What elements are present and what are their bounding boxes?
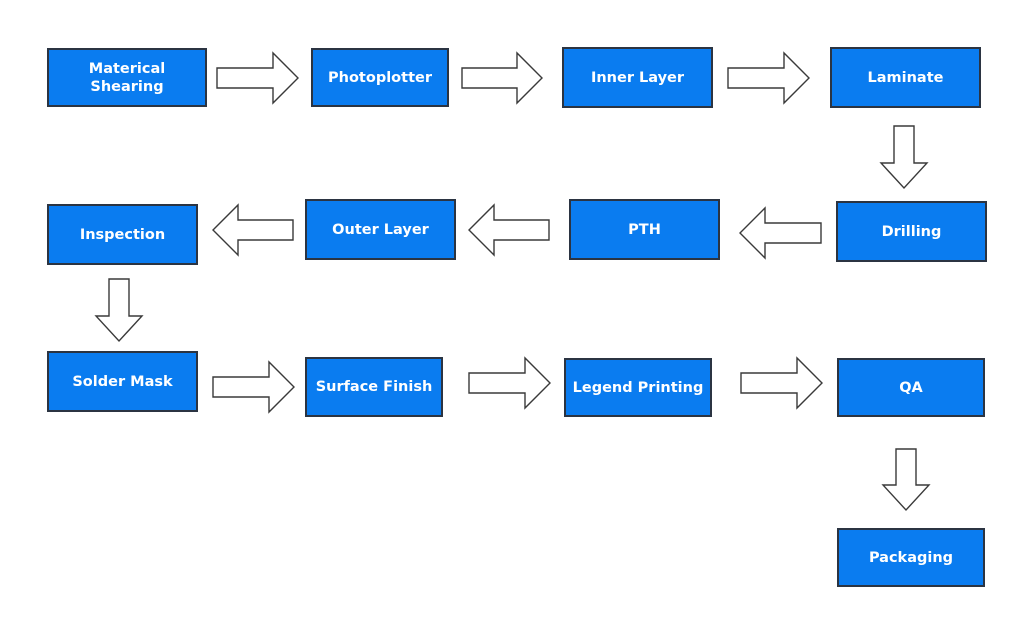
- step-solder-mask: Solder Mask: [47, 351, 198, 412]
- arrow-right-4: [212, 360, 295, 414]
- step-photoplotter: Photoplotter: [311, 48, 449, 107]
- arrow-down-3: [881, 448, 931, 512]
- step-packaging: Packaging: [837, 528, 985, 587]
- step-material-shearing: Materical Shearing: [47, 48, 207, 107]
- step-pth: PTH: [569, 199, 720, 260]
- step-laminate: Laminate: [830, 47, 981, 108]
- step-surface-finish: Surface Finish: [305, 357, 443, 417]
- step-outer-layer: Outer Layer: [305, 199, 456, 260]
- arrow-right-3: [727, 51, 810, 105]
- arrow-down-2: [94, 278, 144, 343]
- step-inspection: Inspection: [47, 204, 198, 265]
- arrow-right-5: [468, 356, 551, 410]
- arrow-right-1: [216, 51, 299, 105]
- step-legend-printing: Legend Printing: [564, 358, 712, 417]
- arrow-left-2: [468, 203, 550, 257]
- arrow-down-1: [879, 125, 929, 190]
- arrow-right-6: [740, 356, 823, 410]
- step-qa: QA: [837, 358, 985, 417]
- arrow-left-1: [739, 206, 822, 260]
- step-inner-layer: Inner Layer: [562, 47, 713, 108]
- arrow-right-2: [461, 51, 543, 105]
- arrow-left-3: [212, 203, 294, 257]
- step-drilling: Drilling: [836, 201, 987, 262]
